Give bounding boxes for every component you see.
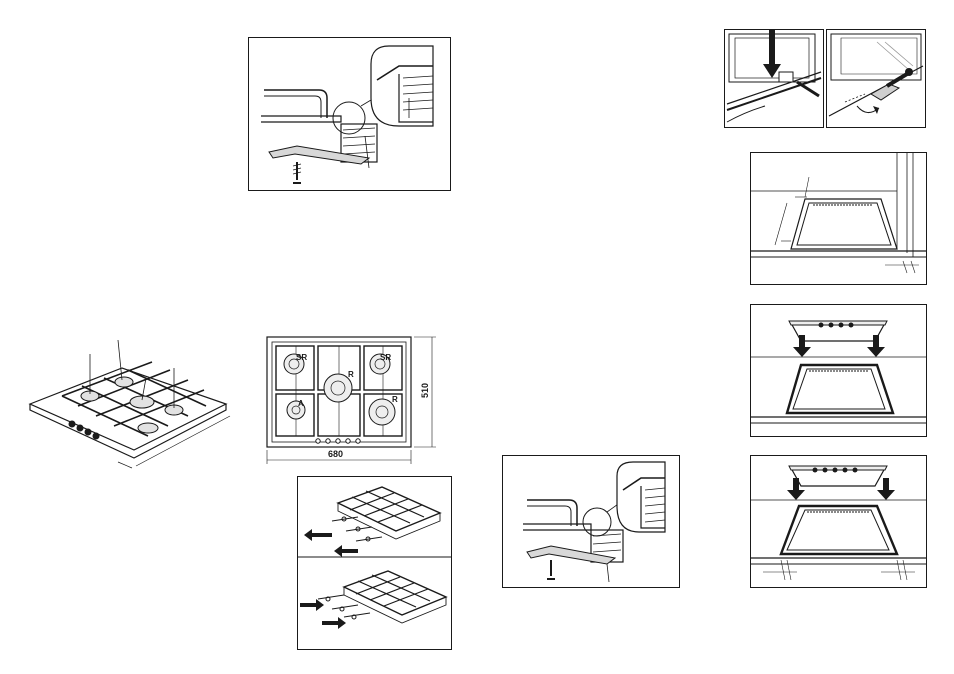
depth-dimension-label: 510 — [420, 383, 430, 398]
worktop-cutout-figure — [750, 152, 927, 285]
hose-connection-figure — [826, 29, 926, 128]
hob-alignment-figure — [750, 455, 927, 588]
hob-isometric-drawing — [18, 338, 243, 470]
hose-connection-drawing — [827, 30, 925, 127]
hob-top-view-drawing: SR SR R A R 680 510 — [262, 334, 444, 466]
hob-lowering-figure — [750, 304, 927, 437]
burner-label-top-right: SR — [380, 353, 391, 362]
fixing-bracket-detail-figure-2 — [502, 455, 680, 588]
gas-connection-arrow-drawing — [725, 30, 823, 127]
hob-lowering-drawing — [751, 305, 926, 436]
gas-connection-arrow-figure — [724, 29, 824, 128]
worktop-cutout-drawing — [751, 153, 926, 284]
width-dimension-label: 680 — [328, 449, 343, 459]
fixing-bracket-drawing — [249, 38, 450, 190]
hob-top-view-figure: SR SR R A R 680 510 — [262, 334, 444, 466]
pan-supports-drawing — [298, 477, 451, 649]
burner-label-bottom-right: R — [392, 395, 398, 404]
burner-label-center: R — [348, 370, 354, 379]
burner-label-bottom-left: A — [298, 399, 304, 408]
burner-label-top-left: SR — [296, 353, 307, 362]
fixing-bracket-detail-figure — [248, 37, 451, 191]
pan-supports-figure — [297, 476, 452, 650]
hob-alignment-drawing — [751, 456, 926, 587]
fixing-bracket-drawing-2 — [503, 456, 679, 587]
hob-isometric-figure — [18, 338, 243, 470]
